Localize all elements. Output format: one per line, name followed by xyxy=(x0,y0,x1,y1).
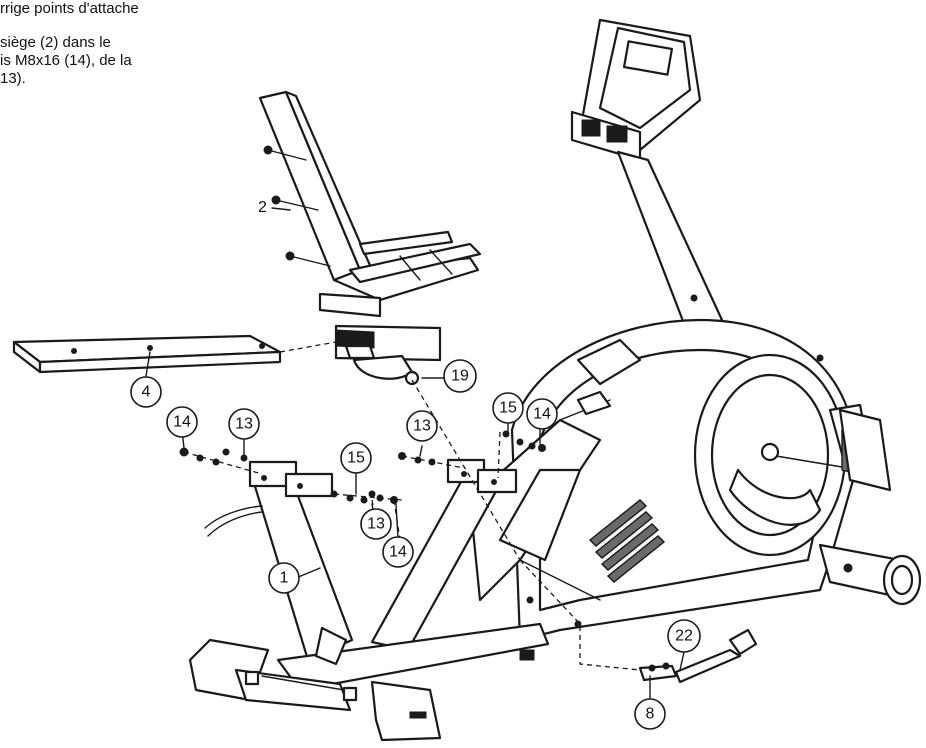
callout-center-washer: 13 xyxy=(406,410,438,442)
label-seat-frame: 2 xyxy=(258,199,267,216)
rear-stabilizer xyxy=(12,334,282,374)
callout-knob-part: 8 xyxy=(634,698,666,730)
callout-rear-stabilizer: 4 xyxy=(130,376,162,408)
svg-text:8: 8 xyxy=(646,706,655,723)
instruction-line-3: is M8x16 (14), de la xyxy=(0,52,132,69)
svg-text:1: 1 xyxy=(280,570,289,587)
main-body xyxy=(468,318,881,642)
svg-text:14: 14 xyxy=(173,414,191,431)
svg-text:19: 19 xyxy=(451,368,469,385)
base-frame xyxy=(204,458,550,692)
svg-text:14: 14 xyxy=(389,544,407,561)
console-mast xyxy=(570,18,724,336)
seat-slider xyxy=(334,324,442,386)
svg-text:15: 15 xyxy=(499,400,517,417)
callout-right-bolt: 14 xyxy=(526,398,558,430)
pedals xyxy=(576,338,892,492)
svg-text:14: 14 xyxy=(533,406,551,423)
svg-text:15: 15 xyxy=(347,450,365,467)
callout-knob: 22 xyxy=(667,619,701,653)
instruction-line-2: siège (2) dans le xyxy=(0,34,111,51)
instruction-line-4: 13). xyxy=(0,70,26,87)
instruction-text: rrige points d'attache siège (2) dans le… xyxy=(0,0,230,88)
knob-assembly xyxy=(638,628,758,684)
alignment-lines xyxy=(183,341,641,671)
svg-text:22: 22 xyxy=(675,628,693,645)
callout-front-washer-mid: 15 xyxy=(340,442,372,474)
rear-base xyxy=(188,638,535,742)
svg-text:13: 13 xyxy=(367,516,385,533)
callout-front-bolt-bottom: 14 xyxy=(382,536,414,568)
callout-right-washer: 15 xyxy=(492,392,524,424)
svg-text:13: 13 xyxy=(413,418,431,435)
svg-text:2: 2 xyxy=(258,199,267,216)
callout-left-washer: 13 xyxy=(228,408,260,440)
seat-frame xyxy=(258,90,482,318)
callout-frame: 1 xyxy=(268,562,300,594)
callout-front-washer-bottom: 13 xyxy=(360,508,392,540)
callout-handle-bolt: 19 xyxy=(443,359,477,393)
instruction-line-1: rrige points d'attache xyxy=(0,0,139,17)
svg-text:4: 4 xyxy=(142,384,151,401)
svg-text:13: 13 xyxy=(235,416,253,433)
callout-left-bolt: 14 xyxy=(166,406,198,438)
front-stabilizer xyxy=(818,543,922,606)
